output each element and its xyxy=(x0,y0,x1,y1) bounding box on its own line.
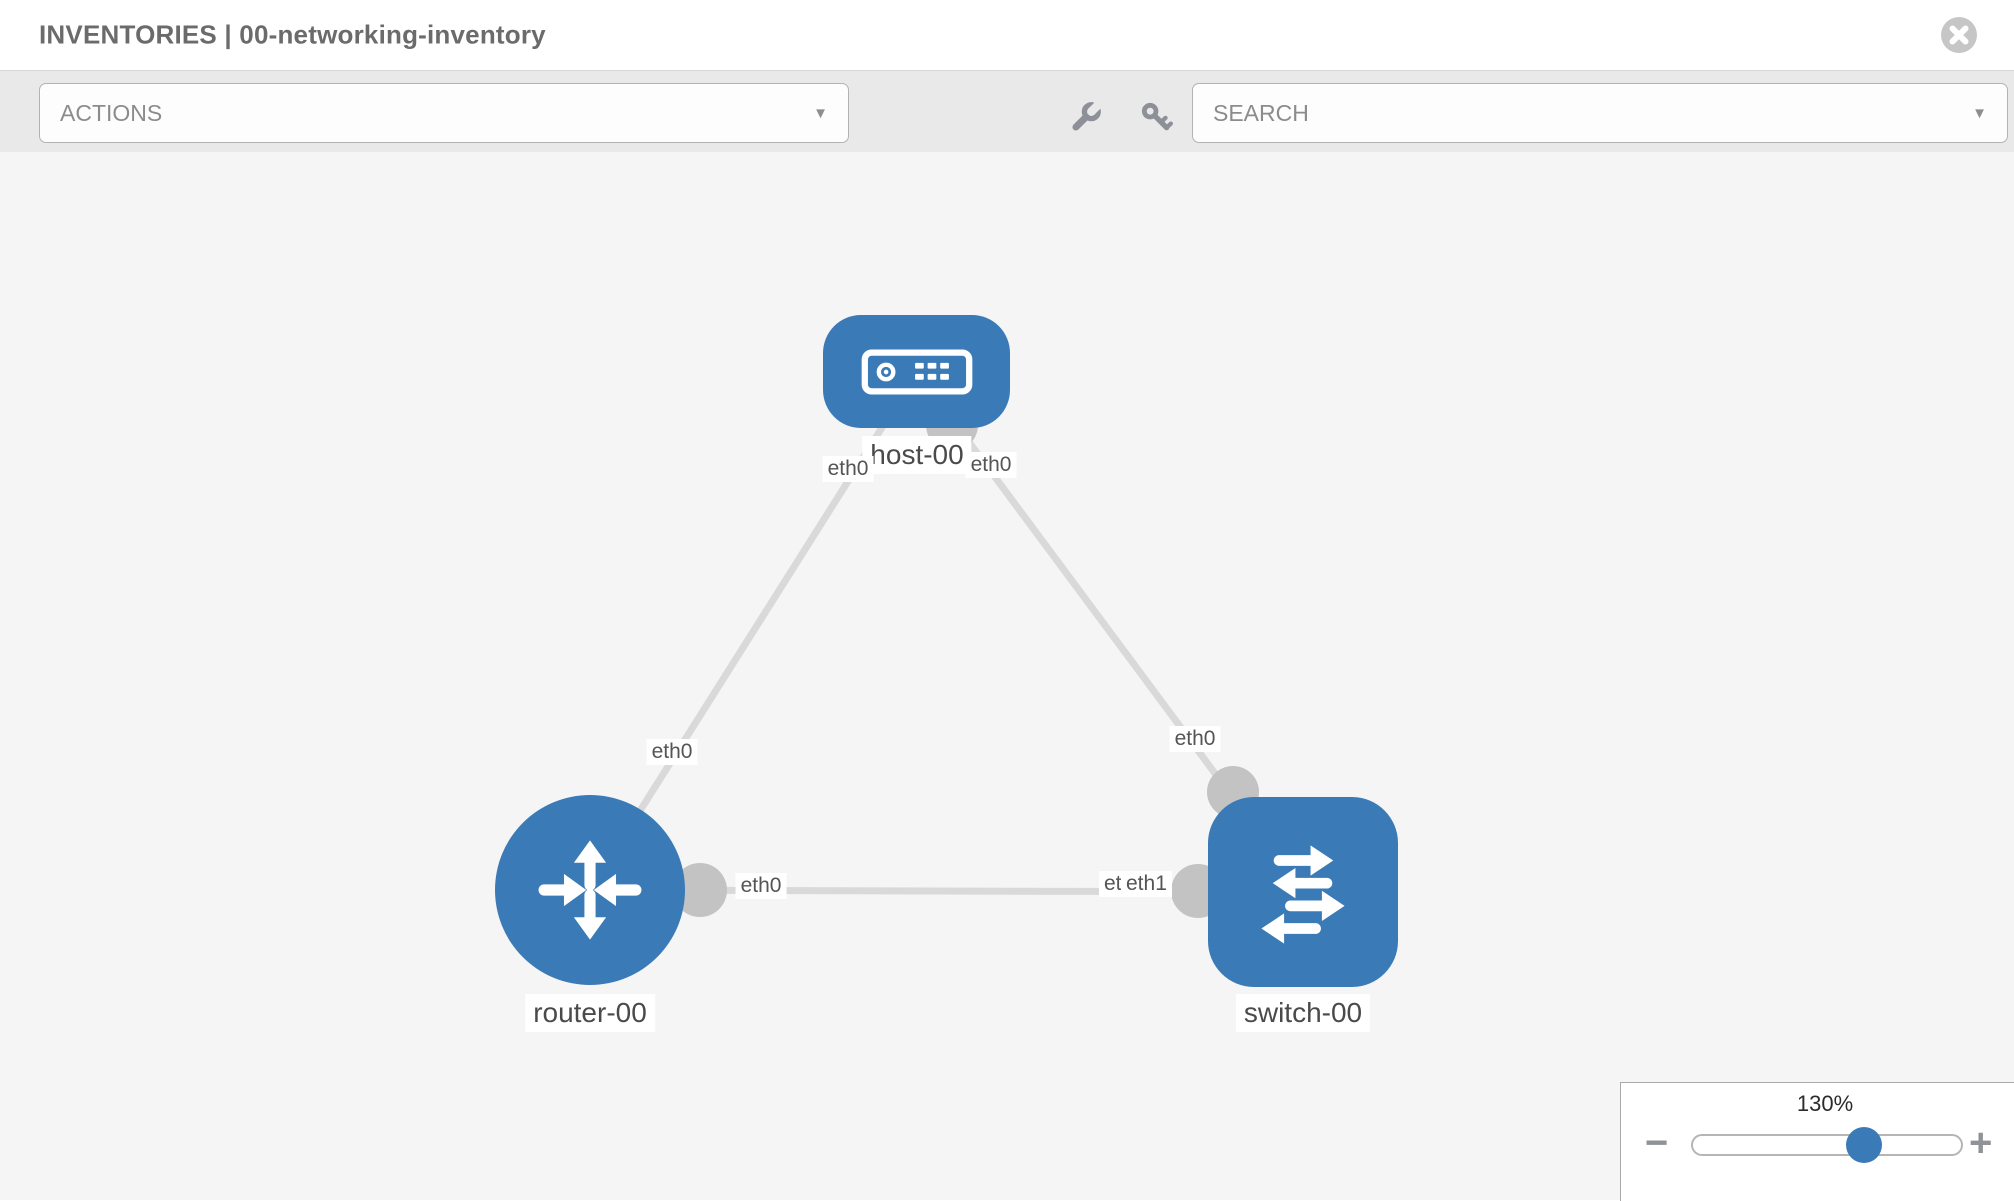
search-dropdown[interactable]: SEARCH ▼ xyxy=(1192,83,2008,143)
host-icon xyxy=(861,349,972,394)
interface-label: eth0 xyxy=(822,456,874,482)
zoom-out-button[interactable]: − xyxy=(1645,1121,1669,1165)
interface-label: eth0 xyxy=(735,873,787,899)
interface-label: eth0 xyxy=(965,452,1017,478)
chevron-down-icon: ▼ xyxy=(1972,104,1987,122)
node-router-00[interactable] xyxy=(495,795,685,985)
node-switch-00[interactable] xyxy=(1208,797,1398,987)
interface-label: eth1 xyxy=(1121,871,1172,897)
zoom-panel: 130% − + xyxy=(1620,1082,2014,1201)
zoom-slider-handle[interactable] xyxy=(1846,1127,1882,1163)
zoom-slider-track[interactable] xyxy=(1691,1134,1963,1156)
node-label-host: host-00 xyxy=(862,436,972,474)
connector-dot-router-right xyxy=(673,863,727,917)
key-icon xyxy=(1141,102,1173,131)
wrench-icon xyxy=(1072,100,1103,131)
node-label-switch: switch-00 xyxy=(1235,994,1371,1032)
topology-canvas[interactable]: host-00 router-00 switch-00 eth0 eth0 et… xyxy=(0,152,2014,1200)
actions-dropdown-label: ACTIONS xyxy=(60,99,163,126)
actions-dropdown[interactable]: ACTIONS ▼ xyxy=(39,83,849,143)
router-icon xyxy=(538,840,642,940)
node-label-router: router-00 xyxy=(525,994,655,1032)
chevron-down-icon: ▼ xyxy=(813,104,828,122)
zoom-level-value: 130% xyxy=(1796,1091,1854,1116)
close-icon xyxy=(1941,17,1977,53)
toolbar: ACTIONS ▼ SEARCH ▼ xyxy=(0,71,2014,153)
interface-label: eth0 xyxy=(1169,726,1221,752)
zoom-in-button[interactable]: + xyxy=(1969,1121,1993,1165)
switch-icon xyxy=(1261,845,1345,944)
close-button[interactable] xyxy=(1940,16,1978,54)
interface-label: eth0 xyxy=(646,739,698,765)
search-dropdown-label: SEARCH xyxy=(1213,99,1309,126)
header-bar: INVENTORIES | 00-networking-inventory xyxy=(0,0,2014,71)
node-host-00[interactable] xyxy=(823,315,1010,428)
page-title: INVENTORIES | 00-networking-inventory xyxy=(39,19,546,50)
credentials-tool-button[interactable] xyxy=(1132,93,1180,141)
configure-tool-button[interactable] xyxy=(1062,93,1110,141)
